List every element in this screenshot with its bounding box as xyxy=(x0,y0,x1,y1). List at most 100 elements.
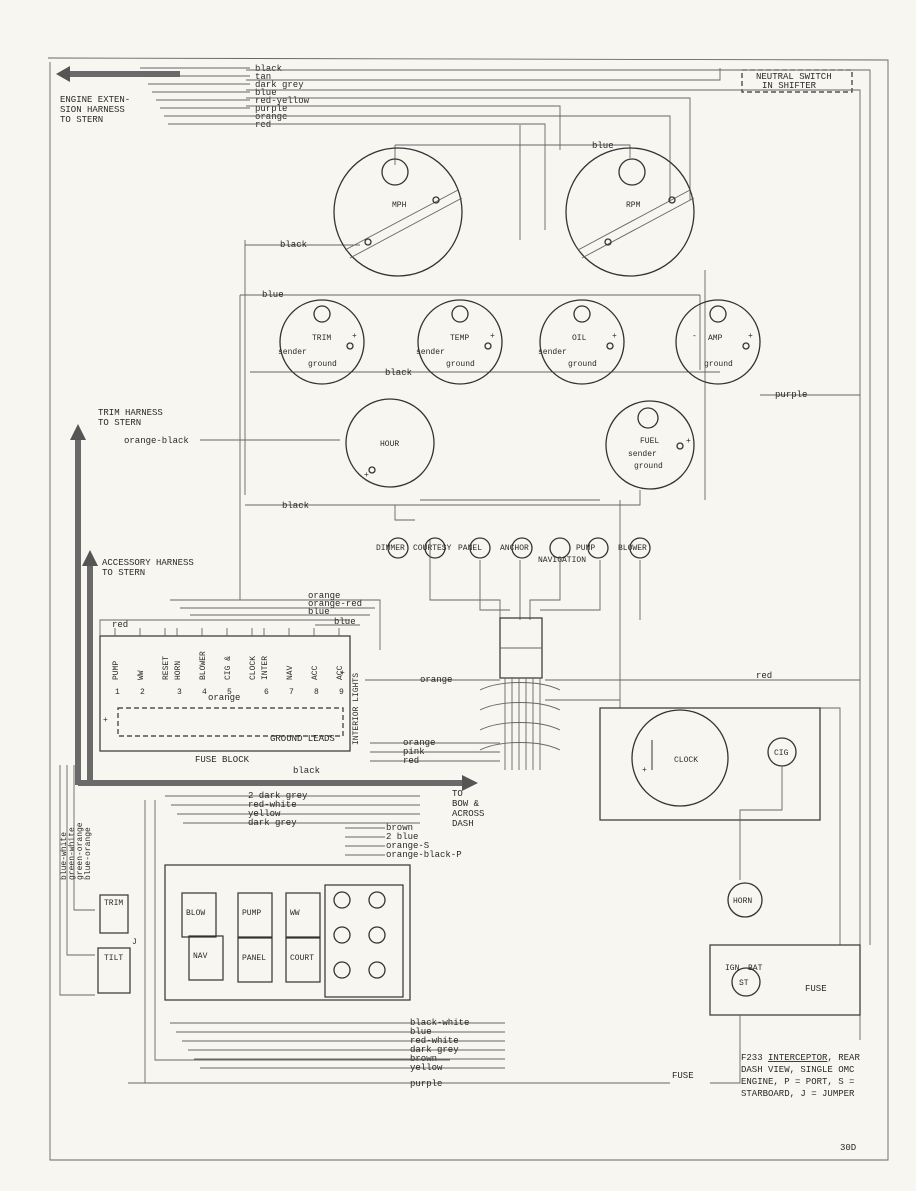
fuse-slot-name: ACC xyxy=(336,665,345,680)
switch-label: COURT xyxy=(290,954,314,963)
engine-wire-label: tan xyxy=(255,72,271,82)
ground-leads-label: GROUND LEADS xyxy=(270,734,335,744)
oil-ground: ground xyxy=(568,360,597,369)
light-label: COURTESY xyxy=(413,544,452,553)
fuse-red-label: red xyxy=(112,620,128,630)
fuse-slot-name: CLOCK xyxy=(249,656,258,680)
wire-label-orange-black: orange-black xyxy=(124,436,189,446)
wire-label-orange-bus: orange xyxy=(420,675,452,685)
fuse-slot: CLOCK xyxy=(249,628,258,680)
light-dimmer: DIMMER xyxy=(376,537,409,559)
switch-pump: PUMP xyxy=(237,892,273,938)
temp-label: TEMP xyxy=(450,334,469,343)
fuse-top-wire-label: orange-red xyxy=(308,599,362,609)
cig-label: CIG xyxy=(774,749,789,758)
bus-right-wire-label: orange-black-P xyxy=(386,850,462,860)
horn: HORN xyxy=(727,882,763,918)
page-border xyxy=(47,57,889,1161)
fuel-gauge: FUEL + sender ground xyxy=(605,400,695,490)
neutral-switch-label-2: IN SHIFTER xyxy=(762,81,817,91)
harness-side-label: blue-orange xyxy=(84,827,93,880)
bus-left-wire-label: 2 dark grey xyxy=(248,791,308,801)
fuse-slot-name: CIG & xyxy=(224,656,233,680)
bow-harness: TO BOW & ACROSS DASH xyxy=(78,775,490,829)
clock-plus: + xyxy=(642,766,647,775)
switch-panel xyxy=(97,864,411,1001)
interior-lights-label: INTERIOR LIGHTS xyxy=(352,673,361,745)
clock-label: CLOCK xyxy=(674,756,698,765)
light-blower: BLOWER xyxy=(618,537,651,559)
light-label: PANEL xyxy=(458,544,482,553)
mph-label: MPH xyxy=(392,201,407,210)
trim-label: TRIM xyxy=(312,334,331,343)
fuse-slot: HORN 3 xyxy=(174,628,183,697)
switch-panel: PANEL xyxy=(237,937,273,983)
switch-label: PUMP xyxy=(242,909,261,918)
amp-gauge: AMP+-ground xyxy=(675,299,761,385)
wire-label-black-hour: black xyxy=(282,501,309,511)
bow-harness-label: TO BOW & ACROSS DASH xyxy=(452,789,490,829)
fuse-slot: CIG &5 xyxy=(224,628,233,697)
harness-side-label: green-white xyxy=(68,827,77,880)
bus-left-wire-label: dark grey xyxy=(248,818,297,828)
trim-harness: TRIM HARNESS TO STERN xyxy=(70,408,163,785)
bottom-wire-label: black-white xyxy=(410,1018,469,1028)
amp-ground: ground xyxy=(704,360,733,369)
bottom-wire-label: red-white xyxy=(410,1036,459,1046)
engine-wire-label: black xyxy=(255,64,282,74)
temp-plus: + xyxy=(490,332,495,341)
light-label: DIMMER xyxy=(376,544,405,553)
switch-blow: BLOW xyxy=(181,892,217,938)
mph-gauge: MPH xyxy=(333,147,463,277)
fuse-top-wire-label: blue xyxy=(308,607,330,617)
amp-plus: + xyxy=(748,332,753,341)
switch-ww: WW xyxy=(285,892,321,938)
temp-sender: sender xyxy=(416,348,445,357)
engine-wire-label: orange xyxy=(255,112,287,122)
fuse-slot-num: 3 xyxy=(177,688,182,697)
light-wiring xyxy=(394,499,641,700)
wire-label-blue-top: blue xyxy=(592,141,614,151)
light-label: BLOWER xyxy=(618,544,647,553)
bus-right-wire-label: brown xyxy=(386,823,413,833)
switch-label: NAV xyxy=(193,952,208,961)
bottom-wire-label: yellow xyxy=(410,1063,443,1073)
ignition-switch: IGN BAT ST FUSE xyxy=(709,944,861,1016)
wire-label-purple-amp: purple xyxy=(775,390,807,400)
wire-label-black-mph: black xyxy=(280,240,307,250)
fuse-slot-num: 9 xyxy=(339,688,344,697)
switch-trim: TRIM xyxy=(104,899,123,908)
caption-line-1: F233 INTERCEPTOR, REAR xyxy=(741,1053,860,1063)
fuse-slot-name: ACC xyxy=(311,665,320,680)
engine-wire-label: red-yellow xyxy=(255,96,310,106)
hour-plus: + xyxy=(364,471,369,480)
switch-label: WW xyxy=(290,909,300,918)
fuse-slot: WW2 xyxy=(137,628,146,697)
bus-left-wire-label: red-white xyxy=(248,800,297,810)
light-label: NAVIGATION xyxy=(538,556,586,565)
fuse-slot-name: HORN xyxy=(174,661,183,680)
fuse-slot-name: RESET xyxy=(162,656,171,680)
engine-harness-label: ENGINE EXTEN- SION HARNESS TO STERN xyxy=(60,95,136,125)
switch-label: PANEL xyxy=(242,954,266,963)
fuse-slot-num: 2 xyxy=(140,688,145,697)
jumper-label: J xyxy=(132,938,137,947)
harness-side-label: blue-white xyxy=(60,832,69,880)
bottom-wire-label: blue xyxy=(410,1027,432,1037)
light-label: ANCHOR xyxy=(500,544,529,553)
engine-wire-label: blue xyxy=(255,88,277,98)
fuse-slot-name: PUMP xyxy=(112,661,121,680)
fuse-slot-num: 7 xyxy=(289,688,294,697)
accessory-harness-label-2: TO STERN xyxy=(102,568,145,578)
temp-ground: ground xyxy=(446,360,475,369)
bus-wire-label: red xyxy=(403,756,419,766)
top-wiring xyxy=(200,68,871,1040)
engine-wire-label: purple xyxy=(255,104,287,114)
bus-wire-label: orange xyxy=(403,738,435,748)
